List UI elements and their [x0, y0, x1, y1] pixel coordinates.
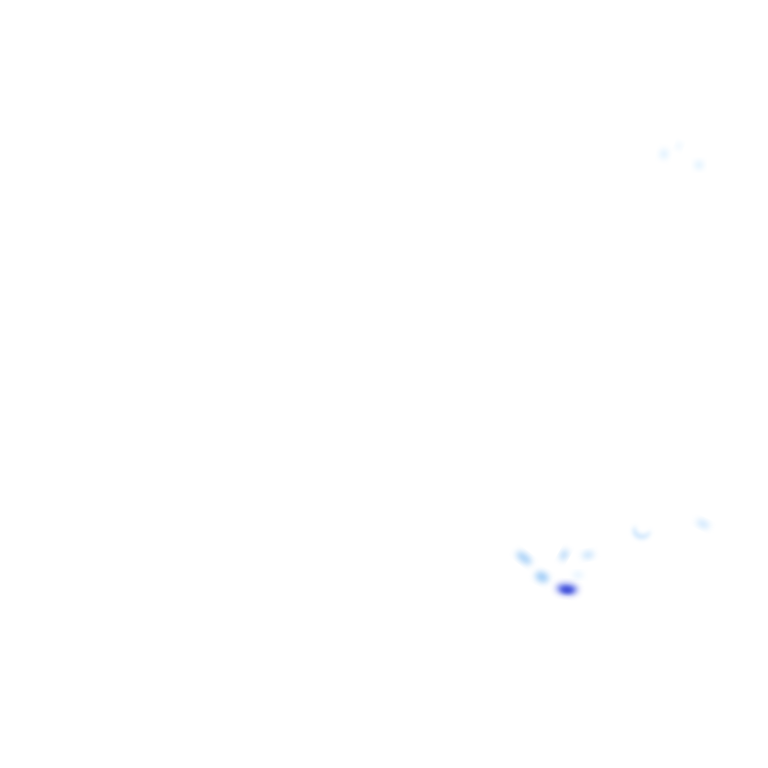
heat-blob [560, 549, 568, 561]
heat-blob [696, 519, 710, 529]
heat-blob [659, 149, 669, 159]
blobs-layer [516, 142, 710, 595]
heat-blob [516, 551, 532, 565]
heat-blob [535, 571, 549, 583]
heat-blob [632, 525, 651, 540]
heat-blob [695, 161, 703, 169]
heat-blob [676, 142, 682, 150]
heat-blob [573, 572, 583, 578]
upper-right-cluster [659, 142, 703, 169]
heat-blob [582, 551, 594, 559]
lower-center-cluster [516, 549, 594, 595]
right-middle-cluster [632, 519, 710, 540]
heat-blob [561, 586, 573, 594]
